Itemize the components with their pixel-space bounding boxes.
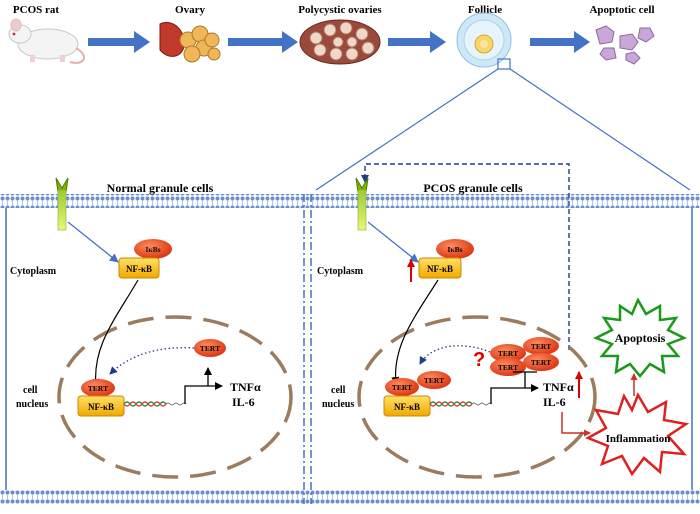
rat-icon (8, 18, 85, 64)
pcos-cell: Cytoplasm IκBs NF-κB cell nucleus TERT T… (317, 177, 690, 479)
apoptosis-label: Apoptosis (615, 331, 666, 345)
polycystic-ovaries-label: Polycystic ovaries (298, 4, 382, 16)
nfkb-nucleus-label: NF-κB (394, 402, 420, 412)
tert-bound-protein (385, 378, 419, 396)
il6-label: IL-6 (232, 395, 255, 409)
tert-cluster-label: TERT (531, 342, 551, 351)
nfkb-protein (418, 257, 462, 279)
tert-cluster-label: TERT (531, 358, 551, 367)
tert-bound-label: TERT (88, 384, 108, 393)
il6-label: IL-6 (543, 395, 566, 409)
receptor-icon (355, 177, 369, 231)
tert-cluster-label: TERT (498, 363, 518, 372)
cytoplasm-label: Cytoplasm (10, 266, 57, 277)
pcos-panel-title: PCOS granule cells (423, 181, 523, 195)
nfkb-label: NF-κB (427, 264, 453, 274)
nucleus-membrane (57, 315, 293, 479)
nucleus-label-1: cell (331, 385, 346, 396)
nucleus-label-2: nucleus (16, 399, 48, 410)
tert-bound-protein (81, 379, 115, 397)
tert-cluster: TERT TERT TERT TERT (490, 337, 559, 376)
ikbs-protein (134, 239, 172, 259)
nfkb-nucleus-label: NF-κB (88, 402, 114, 412)
inflammation-label: Inflammation (606, 433, 671, 445)
dna-helix (123, 401, 187, 407)
nucleus-membrane (357, 315, 597, 479)
top-membrane (0, 194, 700, 208)
tnf-label: TNFα (543, 380, 574, 394)
nfkb-nucleus-protein (77, 395, 125, 417)
tert-free-label: TERT (200, 344, 220, 353)
cell-panel: Normal granule cells PCOS granule cells (0, 163, 700, 504)
pipeline-arrows (88, 31, 590, 53)
nucleus-label-2: nucleus (322, 399, 354, 410)
inflammation-burst: Inflammation (585, 392, 690, 477)
feedback-dashed-arrow (361, 163, 570, 350)
pipeline: PCOS rat Ovary Polycystic ovaries Follic… (8, 4, 691, 191)
ikbs-label: IκBs (145, 245, 160, 254)
dna-helix (429, 401, 493, 407)
tnf-label: TNFα (230, 380, 261, 394)
zoom-box (497, 58, 511, 70)
normal-cell: Cytoplasm IκBs NF-κB cell nucleus TERT T… (10, 177, 293, 479)
nfkb-label: NF-κB (126, 264, 152, 274)
ikbs-protein (436, 239, 474, 259)
receptor-icon (55, 177, 69, 231)
pcos-rat-label: PCOS rat (13, 4, 59, 16)
tert-bound-protein (417, 371, 451, 389)
nfkb-protein (118, 257, 160, 279)
follicle-label: Follicle (468, 4, 502, 16)
ovary-icon (159, 22, 221, 63)
apoptosis-burst: Apoptosis (592, 297, 688, 378)
apoptotic-cell-label: Apoptotic cell (589, 4, 654, 16)
cytoplasm-label: Cytoplasm (317, 266, 364, 277)
question-mark: ? (473, 349, 485, 371)
tert-bound-label: TERT (392, 383, 412, 392)
follicle-icon (456, 12, 512, 70)
tert-cluster-label: TERT (498, 349, 518, 358)
normal-panel-title: Normal granule cells (107, 181, 214, 195)
ovary-label: Ovary (175, 4, 205, 16)
polycystic-ovary-icon (299, 19, 381, 65)
apoptotic-cell-icon (595, 25, 655, 65)
nucleus-label-1: cell (23, 385, 38, 396)
ikbs-label: IκBs (447, 245, 462, 254)
tert-bound-label: TERT (424, 376, 444, 385)
nfkb-nucleus-protein (383, 395, 431, 417)
tert-free-protein (194, 339, 226, 357)
bottom-membrane (0, 490, 700, 504)
